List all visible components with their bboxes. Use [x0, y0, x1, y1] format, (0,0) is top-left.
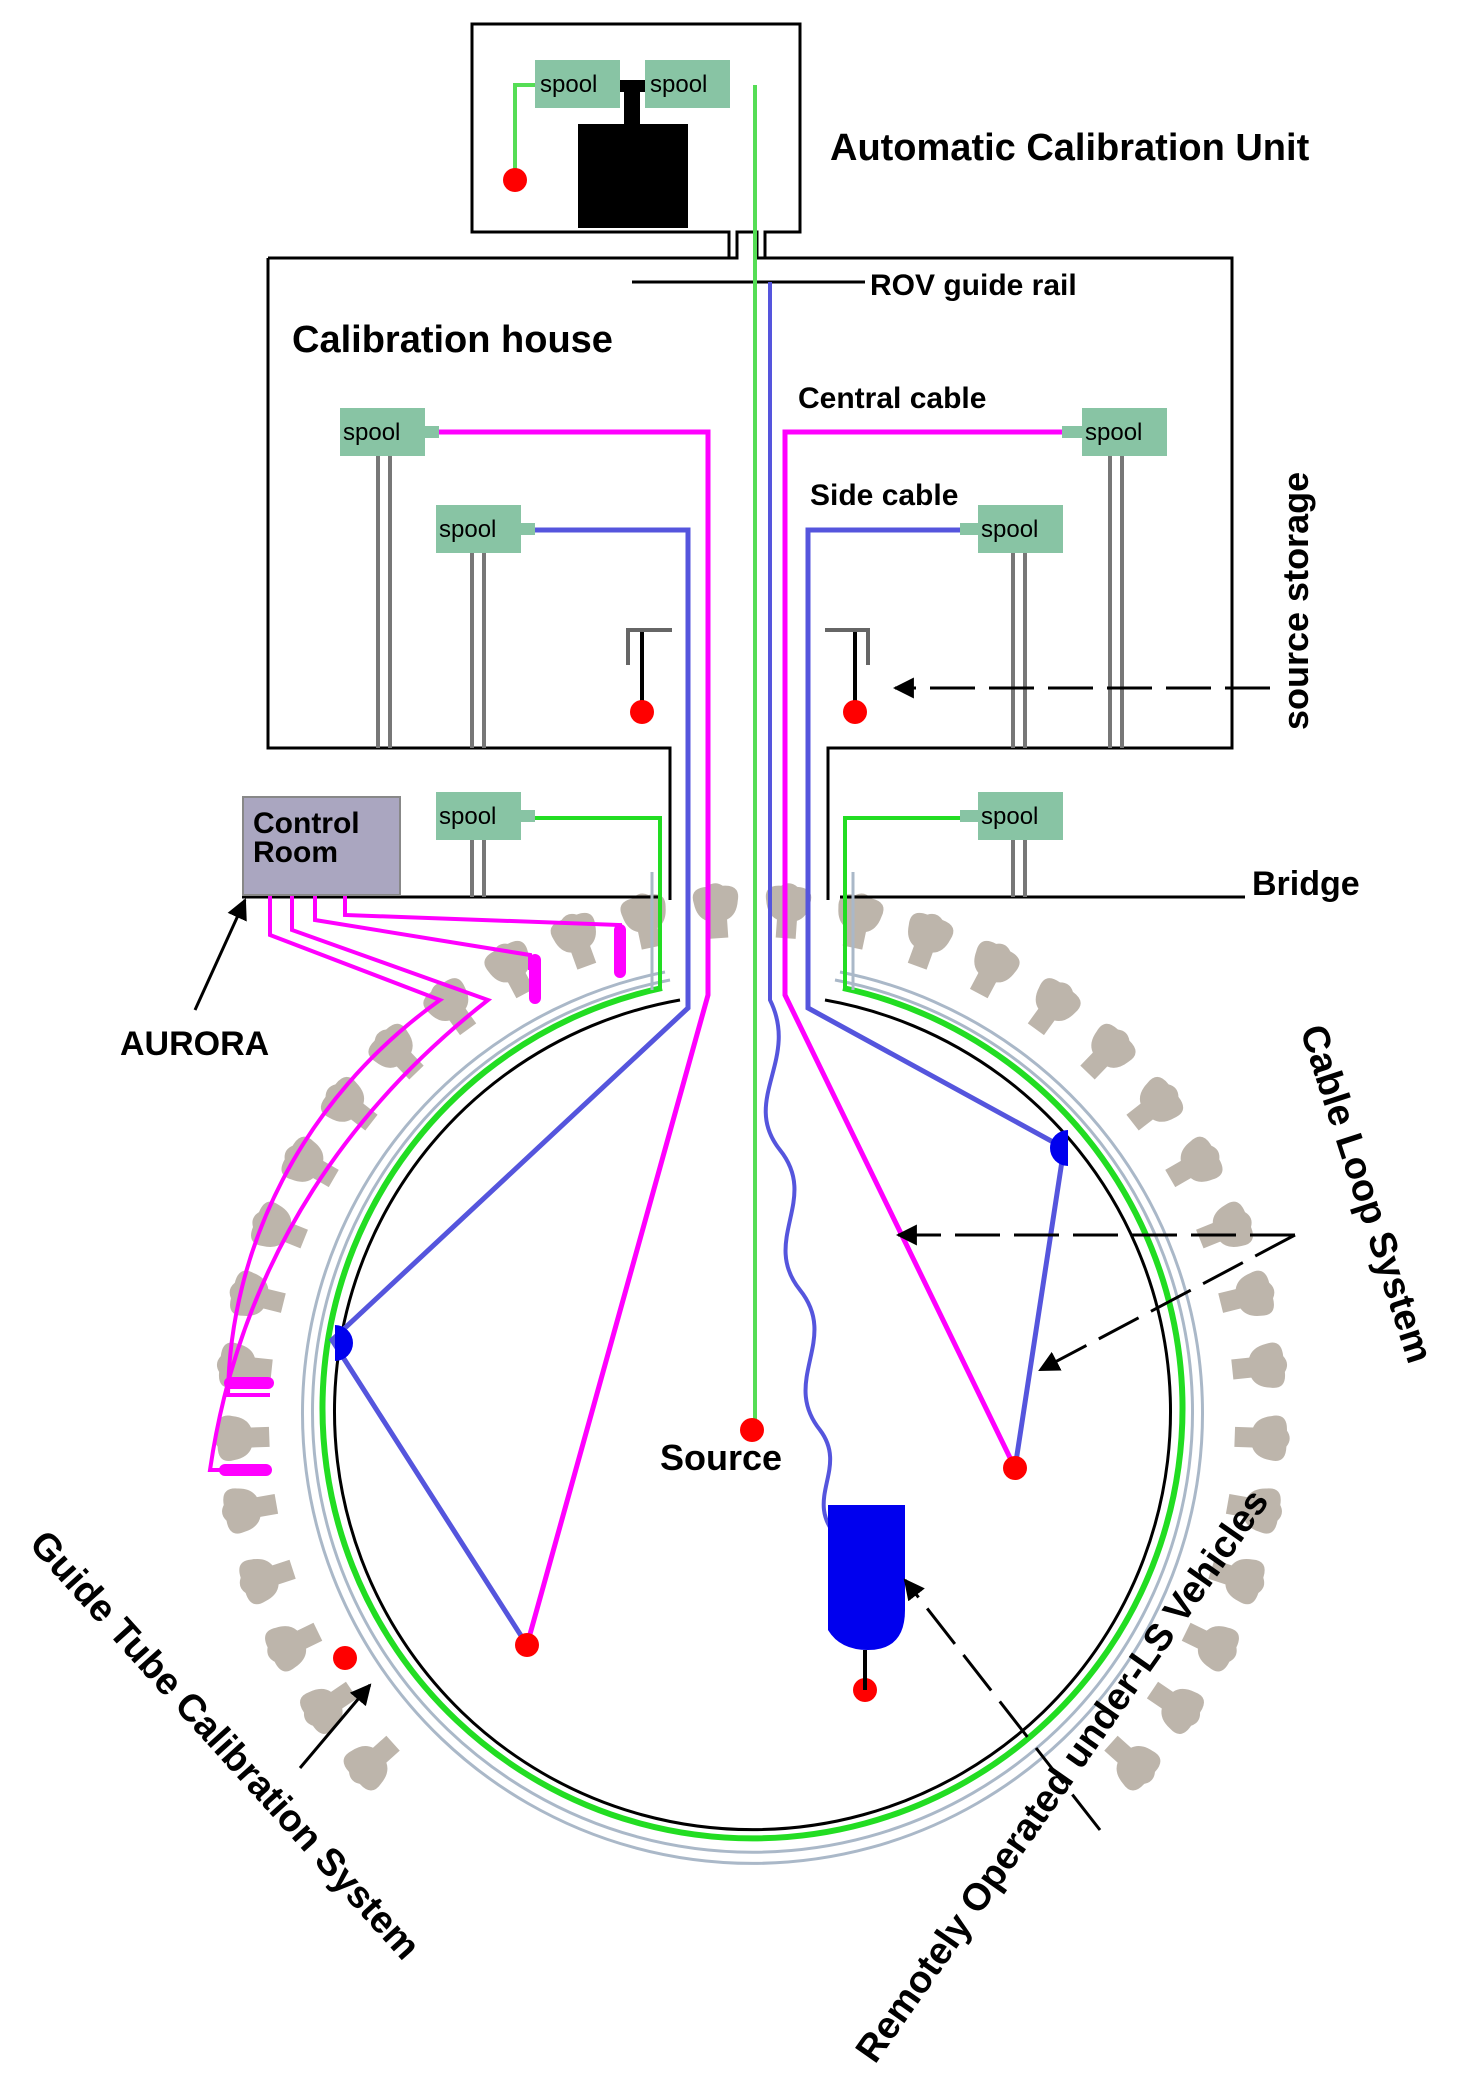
pmt-icon [620, 893, 666, 950]
pmt-icon [969, 940, 1020, 999]
pmt-icon [1126, 1076, 1184, 1131]
pmt-icon [343, 1735, 400, 1791]
spool: spool [960, 505, 1063, 553]
guide-tube-source-dot [333, 1646, 357, 1670]
pmt-icon [1234, 1415, 1290, 1461]
stored-source-dot [630, 700, 654, 724]
pmt-icon [550, 912, 597, 970]
spool: spool [436, 792, 535, 840]
bridge-label: Bridge [1252, 865, 1360, 903]
aurora-arrow [193, 898, 247, 1011]
pmt-icon [1104, 1735, 1161, 1791]
pmt-icon [300, 1681, 358, 1734]
pmt-icon [265, 1622, 323, 1672]
inner-vessel [333, 998, 1172, 1832]
pmt-icon [1225, 1488, 1282, 1534]
acu-label: Automatic Calibration Unit [830, 127, 1310, 169]
pmt-icon [1027, 978, 1081, 1036]
pmt-ring [214, 883, 1290, 1791]
pmt-icon [907, 912, 954, 970]
cable-loop-arrow [1038, 1233, 1296, 1372]
spool-label: spool [650, 71, 707, 98]
pmt-icon [368, 1023, 424, 1080]
aurora-tube-ends [219, 924, 626, 1476]
source-label: Source [660, 1437, 782, 1478]
pmt-icon [1208, 1558, 1265, 1605]
acu-cables [513, 83, 870, 1543]
pmt-icon [1181, 1622, 1239, 1672]
spool: spool [340, 408, 439, 456]
guide-tube-arrow [298, 1683, 372, 1769]
guide-tube [319, 985, 1186, 1842]
rov-label: Remotely Operated under-LS Vehicles [848, 1482, 1277, 2070]
pmt-icon [1218, 1270, 1275, 1316]
source-dots [333, 168, 1027, 1702]
pmt-icon [1146, 1681, 1204, 1734]
annotation-arrows [193, 677, 1296, 1831]
spool: spool [535, 60, 620, 108]
pmt-icon [1080, 1023, 1136, 1080]
spool-label: spool [439, 803, 496, 830]
cable-loop-label: Cable Loop System [1291, 1020, 1440, 1368]
cable-loop-source-dot [1003, 1456, 1027, 1480]
pmt-icon [239, 1558, 296, 1605]
rov-vehicle [828, 1505, 905, 1690]
spool-label: spool [540, 71, 597, 98]
side-cables [328, 527, 1067, 1647]
pmt-icon [1196, 1201, 1253, 1249]
calibration-house-label: Calibration house [292, 319, 613, 361]
spool-stands [376, 448, 1124, 897]
guide-tube-label: Guide Tube Calibration System [21, 1523, 428, 1968]
pmt-icon [692, 883, 739, 939]
spool-label: spool [981, 516, 1038, 543]
pmt-icon [1231, 1342, 1288, 1388]
spool: spool [436, 505, 535, 553]
control-room-label-line2: Room [253, 836, 338, 869]
control-room: Control Room [242, 796, 401, 896]
pmt-icon [214, 1415, 270, 1461]
pmt-icon [838, 893, 884, 950]
spool: spool [645, 60, 730, 108]
central-cable-label: Central cable [798, 382, 986, 415]
rov-guide-rail-label: ROV guide rail [870, 269, 1077, 302]
calibration-house [266, 256, 1234, 900]
spool-label: spool [439, 516, 496, 543]
cable-loop-source-dot [515, 1633, 539, 1657]
acu-source-dot [503, 168, 527, 192]
bridge [242, 280, 1245, 899]
stored-source-dot [843, 700, 867, 724]
guide-tube-feeds [525, 816, 970, 990]
guide-tube-gray-walls [650, 872, 855, 990]
spool-label: spool [981, 803, 1038, 830]
cable-anchors [335, 1130, 1068, 1361]
pmt-icon [281, 1136, 339, 1188]
spool-label: spool [343, 419, 400, 446]
pmt-icon [1165, 1136, 1223, 1188]
pmt-icon [222, 1488, 279, 1534]
spool-label: spool [1085, 419, 1142, 446]
source-storage-label: source storage [1275, 472, 1316, 730]
side-cable-label: Side cable [810, 479, 958, 512]
pmt-icon [765, 883, 812, 939]
detector-vessel [301, 970, 1204, 1865]
spool: spool [1062, 408, 1167, 456]
source-storage-hooks [626, 628, 870, 705]
spool: spool [960, 792, 1063, 840]
rov-arrow [903, 1578, 1102, 1831]
control-room-label-line1: Control [253, 807, 360, 840]
central-source-dot [740, 1418, 764, 1442]
acu-motor [578, 80, 688, 228]
pmt-icon [320, 1076, 378, 1131]
aurora-label: AURORA [120, 1025, 269, 1063]
